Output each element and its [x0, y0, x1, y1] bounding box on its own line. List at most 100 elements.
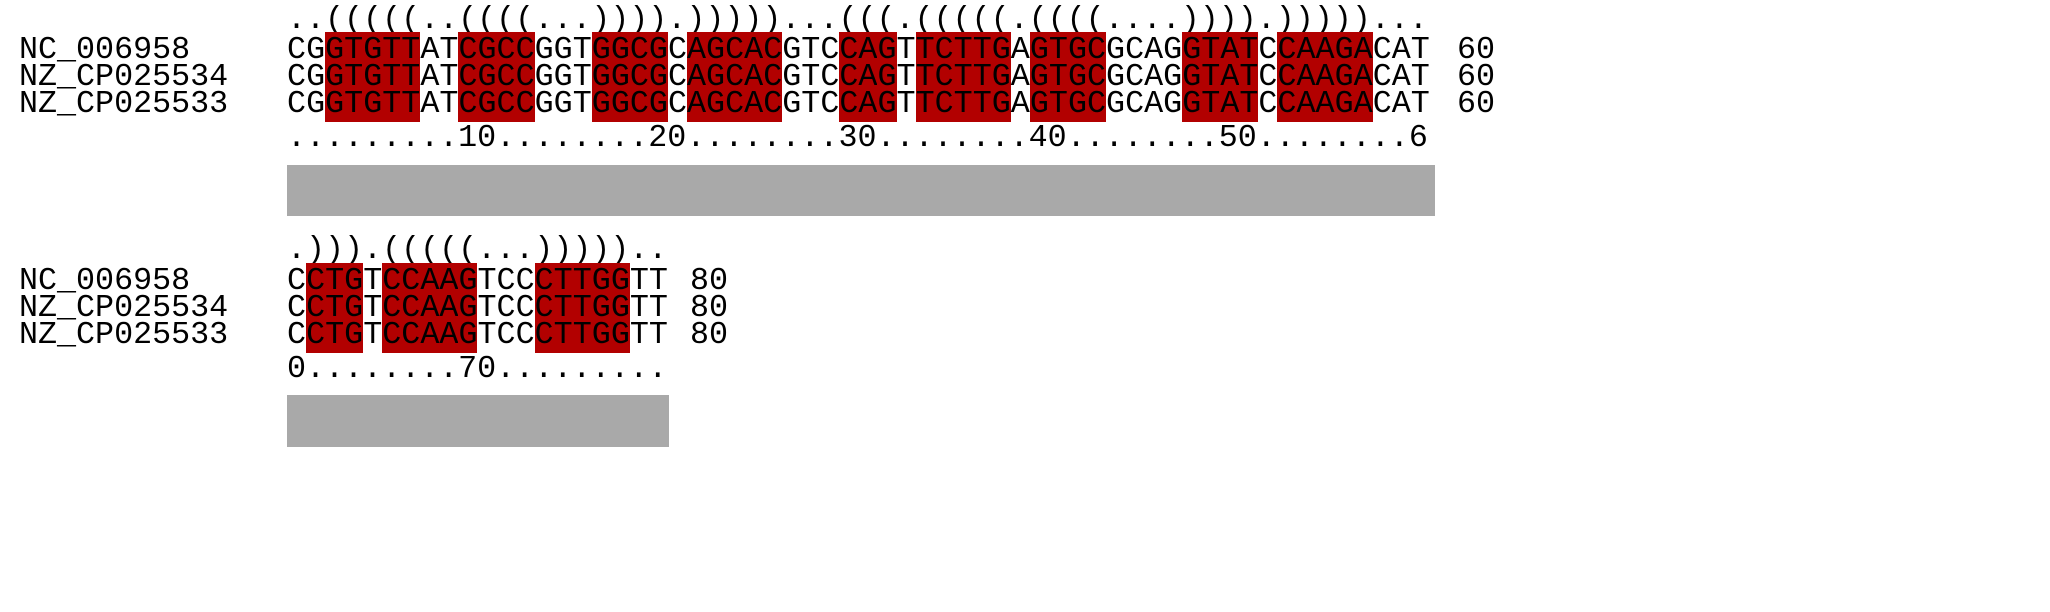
nucleotide: A	[420, 59, 440, 95]
nucleotide: T	[325, 317, 345, 353]
nucleotide: C	[1125, 32, 1145, 68]
nucleotide: A	[1391, 86, 1411, 122]
nucleotide: G	[306, 32, 326, 68]
nucleotide: G	[306, 59, 326, 95]
nucleotide: C	[1086, 86, 1107, 122]
nucleotide: A	[420, 32, 440, 68]
position-ruler: 0........70.........	[287, 351, 668, 387]
nucleotide: T	[439, 86, 459, 122]
nucleotide: C	[839, 86, 859, 122]
nucleotide: C	[934, 86, 954, 122]
sequence-name: NZ_CP025533	[19, 317, 229, 353]
nucleotide: T	[1410, 86, 1430, 122]
nucleotide: G	[477, 86, 497, 122]
nucleotide: G	[553, 32, 573, 68]
nucleotide: T	[382, 86, 402, 122]
structure-line: .))).(((((...)))))..	[287, 232, 687, 268]
nucleotide: G	[1163, 32, 1183, 68]
nucleotide: C	[515, 317, 535, 353]
nucleotide: T	[629, 317, 649, 353]
nucleotide: G	[706, 86, 726, 122]
nucleotide: C	[287, 59, 307, 95]
nucleotide: T	[1410, 32, 1430, 68]
sequence-name: NZ_CP025534	[19, 290, 229, 326]
nucleotide: G	[1182, 86, 1202, 122]
nucleotide: G	[877, 86, 897, 122]
nucleotide: T	[648, 290, 668, 326]
nucleotide: A	[1144, 32, 1164, 68]
nucleotide: C	[1372, 86, 1392, 122]
nucleotide: T	[553, 317, 573, 353]
nucleotide: G	[1163, 86, 1183, 122]
nucleotide: T	[1410, 59, 1430, 95]
nucleotide: C	[306, 317, 326, 353]
nucleotide: G	[610, 317, 630, 353]
nucleotide: C	[725, 86, 745, 122]
nucleotide: A	[744, 86, 764, 122]
nucleotide: G	[991, 86, 1011, 122]
nucleotide: C	[1258, 86, 1278, 122]
sequence-row: CCTGTCCAAGTCCCTTGGTT	[287, 317, 668, 353]
nucleotide: T	[629, 290, 649, 326]
nucleotide: C	[763, 86, 783, 122]
conservation-bar	[287, 395, 669, 447]
nucleotide: C	[515, 263, 535, 299]
nucleotide: T	[953, 86, 973, 122]
nucleotide: T	[972, 86, 992, 122]
nucleotide: G	[1106, 86, 1126, 122]
sequence-end-position: 80	[690, 317, 729, 353]
position-ruler: .........10........20........30........4…	[287, 120, 1428, 156]
nucleotide: G	[325, 86, 345, 122]
nucleotide: C	[820, 59, 840, 95]
sequence-name: NC_006958	[19, 263, 191, 299]
nucleotide: C	[382, 317, 402, 353]
nucleotide: A	[420, 86, 440, 122]
nucleotide: A	[1296, 86, 1316, 122]
nucleotide: T	[363, 317, 383, 353]
nucleotide: T	[1239, 86, 1259, 122]
nucleotide: C	[667, 59, 687, 95]
nucleotide: C	[496, 317, 516, 353]
nucleotide: G	[648, 86, 668, 122]
nucleotide: G	[591, 317, 611, 353]
conservation-bar	[287, 165, 1435, 216]
nucleotide: T	[801, 59, 821, 95]
nucleotide: C	[287, 263, 307, 299]
sequence-name: NZ_CP025533	[19, 86, 229, 122]
nucleotide: T	[572, 32, 592, 68]
alignment-figure: ..(((((..((((...)))).)))))...(((.(((((.(…	[19, 2, 1495, 447]
nucleotide: A	[1220, 86, 1240, 122]
nucleotide: G	[782, 86, 802, 122]
nucleotide: C	[1372, 59, 1392, 95]
nucleotide: T	[648, 317, 668, 353]
nucleotide: G	[1029, 86, 1049, 122]
nucleotide: T	[477, 290, 497, 326]
nucleotide: G	[553, 86, 573, 122]
nucleotide: G	[1106, 32, 1126, 68]
nucleotide: T	[1048, 86, 1068, 122]
sequence-row: CGGTGTTATCGCCGGTGGCGCAGCACGTCCAGTTCTTGAG…	[287, 86, 1430, 122]
nucleotide: C	[287, 290, 307, 326]
nucleotide: C	[1258, 59, 1278, 95]
nucleotide: C	[1372, 32, 1392, 68]
nucleotide: G	[363, 86, 383, 122]
nucleotide: A	[439, 317, 459, 353]
nucleotide: C	[534, 317, 554, 353]
nucleotide: T	[572, 317, 592, 353]
nucleotide: T	[648, 263, 668, 299]
nucleotide: C	[667, 32, 687, 68]
nucleotide: G	[1163, 59, 1183, 95]
nucleotide: G	[534, 32, 554, 68]
nucleotide: T	[363, 290, 383, 326]
nucleotide: C	[496, 290, 516, 326]
nucleotide: C	[1258, 32, 1278, 68]
nucleotide: G	[306, 86, 326, 122]
nucleotide: T	[344, 86, 364, 122]
nucleotide: A	[1353, 86, 1373, 122]
nucleotide: G	[591, 86, 611, 122]
nucleotide: A	[1391, 59, 1411, 95]
nucleotide: G	[782, 59, 802, 95]
nucleotide: C	[401, 317, 421, 353]
nucleotide: T	[896, 86, 916, 122]
nucleotide: C	[496, 263, 516, 299]
